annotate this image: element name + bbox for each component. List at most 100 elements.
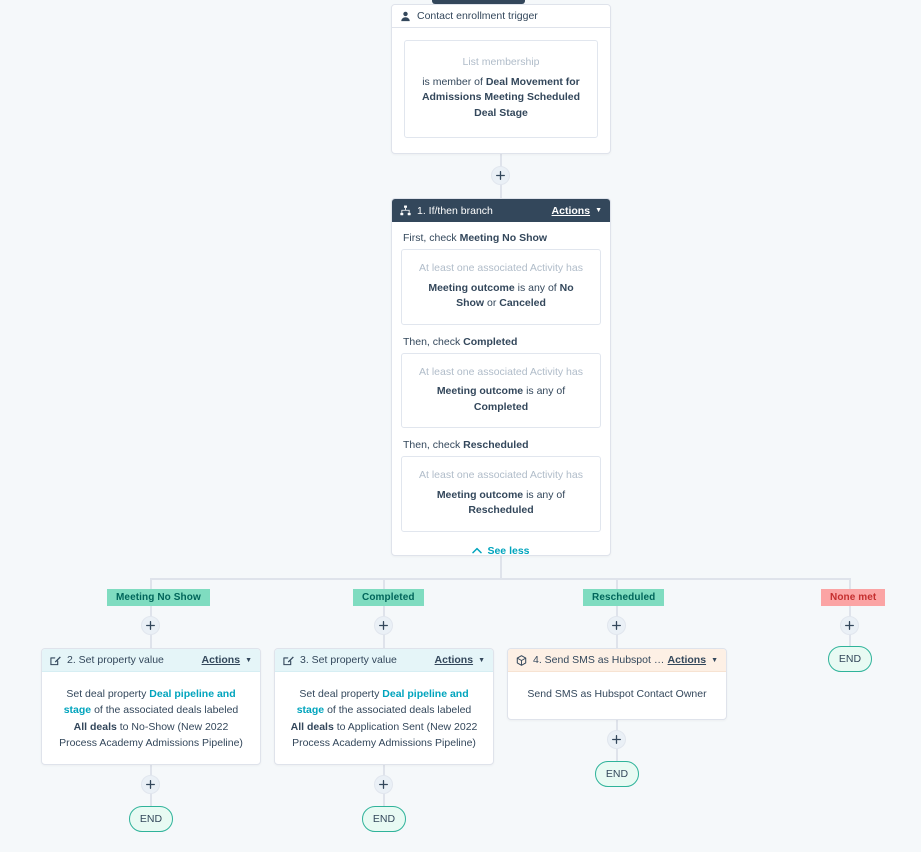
branch-check-label-2: Then, check Completed — [403, 336, 601, 348]
end-node-3[interactable]: END — [595, 761, 639, 787]
end-node-label: END — [838, 653, 862, 665]
action-card-4[interactable]: 4. Send SMS as Hubspot Contact... Action… — [507, 648, 727, 720]
branch-label-text: Meeting No Show — [116, 592, 201, 603]
branch-sitemap-icon — [400, 205, 411, 216]
add-step-button-after-card-4[interactable] — [607, 730, 626, 749]
property-link[interactable]: Deal pipeline and stage — [63, 688, 236, 717]
integration-cube-icon — [516, 654, 527, 666]
end-node-4[interactable]: END — [828, 646, 872, 672]
action-card-2-actions-menu[interactable]: Actions ▼ — [202, 654, 252, 666]
actions-label: Actions — [434, 654, 474, 666]
condition-token-bold: Canceled — [499, 297, 546, 310]
action-token: to Application Sent (New 2022 Process Ac… — [292, 720, 478, 749]
clipped-node-top — [432, 0, 525, 4]
check-label-name: Meeting No Show — [459, 232, 548, 244]
check-label-prefix: First, check — [403, 232, 460, 244]
connector-split-to-badge-2 — [383, 578, 385, 589]
action-card-2[interactable]: 2. Set property value Actions ▼ Set deal… — [41, 648, 261, 765]
action-card-2-header: 2. Set property value Actions ▼ — [42, 649, 260, 672]
edit-property-icon — [50, 655, 61, 666]
check-label-prefix: Then, check — [403, 335, 464, 348]
branch-actions-menu[interactable]: Actions ▼ — [552, 205, 602, 217]
branch-label-completed[interactable]: Completed — [353, 589, 424, 606]
check-label-prefix: Then, check — [403, 439, 464, 452]
action-card-2-title: 2. Set property value — [67, 654, 164, 666]
branch-card[interactable]: 1. If/then branch Actions ▼ First, check… — [391, 198, 611, 557]
chevron-down-icon: ▼ — [478, 656, 485, 664]
condition-token: is any of — [523, 488, 566, 501]
action-token: Send SMS as Hubspot Contact Owner — [527, 688, 707, 700]
contact-person-icon — [400, 11, 411, 22]
action-card-3-actions-menu[interactable]: Actions ▼ — [435, 654, 485, 666]
check-label-name: Completed — [463, 335, 518, 348]
add-step-button-branch-3[interactable] — [607, 616, 626, 635]
branch-label-meeting-no-show[interactable]: Meeting No Show — [107, 589, 210, 606]
trigger-condition-value: Deal Movement for Admissions Meeting Sch… — [421, 75, 581, 119]
trigger-condition-prefix: is member of — [422, 75, 486, 88]
branch-check-label-1: First, check Meeting No Show — [403, 232, 601, 244]
action-token: Set deal property — [66, 688, 150, 700]
add-step-button-trigger[interactable] — [491, 166, 510, 185]
connector-branch-split-horizontal — [151, 578, 851, 580]
action-card-3-description: Set deal property Deal pipeline and stag… — [284, 682, 484, 753]
end-node-label: END — [372, 813, 396, 825]
check-label-name: Rescheduled — [463, 439, 529, 452]
condition-muted-text: At least one associated Activity has — [418, 365, 583, 378]
condition-muted-text: At least one associated Activity has — [418, 469, 583, 482]
branch-label-text: Rescheduled — [592, 592, 656, 603]
branch-card-header: 1. If/then branch Actions ▼ — [392, 199, 610, 222]
condition-token-bold: Meeting outcome — [428, 281, 515, 294]
action-token-bold: All deals — [73, 720, 117, 733]
add-step-button-branch-2[interactable] — [374, 616, 393, 635]
condition-token-bold: Meeting outcome — [436, 385, 524, 398]
branch-label-text: None met — [830, 592, 877, 603]
action-card-3-header: 3. Set property value Actions ▼ — [275, 649, 493, 672]
action-token: Set deal property — [299, 688, 383, 700]
edit-property-icon — [283, 655, 294, 666]
action-card-3-title: 3. Set property value — [300, 654, 397, 666]
trigger-card[interactable]: Contact enrollment trigger List membersh… — [391, 4, 611, 154]
chevron-up-icon — [472, 545, 483, 557]
trigger-card-title: Contact enrollment trigger — [417, 10, 538, 22]
branch-check-label-3: Then, check Rescheduled — [403, 439, 601, 451]
chevron-down-icon: ▼ — [711, 656, 718, 664]
add-step-button-after-card-2[interactable] — [141, 775, 160, 794]
action-token: of the associated deals labeled — [91, 704, 239, 717]
condition-token-bold: Rescheduled — [468, 504, 534, 517]
see-less-button[interactable]: See less — [401, 545, 601, 557]
action-card-4-actions-menu[interactable]: Actions ▼ — [668, 654, 718, 666]
action-card-2-body: Set deal property Deal pipeline and stag… — [42, 672, 260, 764]
connector-branch-to-split — [500, 556, 502, 579]
property-link[interactable]: Deal pipeline and stage — [296, 688, 469, 717]
connector-split-to-badge-1 — [150, 578, 152, 589]
action-card-3[interactable]: 3. Set property value Actions ▼ Set deal… — [274, 648, 494, 765]
connector-split-to-badge-3 — [616, 578, 618, 589]
branch-actions-label: Actions — [551, 204, 591, 217]
branch-label-rescheduled[interactable]: Rescheduled — [583, 589, 665, 606]
condition-muted-text: At least one associated Activity has — [418, 262, 583, 274]
add-step-button-branch-4[interactable] — [840, 616, 859, 635]
see-less-label: See less — [487, 544, 530, 557]
trigger-condition-label: List membership — [462, 56, 540, 68]
add-step-button-after-card-3[interactable] — [374, 775, 393, 794]
action-token-bold: All deals — [290, 720, 334, 733]
action-card-2-description: Set deal property Deal pipeline and stag… — [51, 682, 251, 753]
action-card-4-description: Send SMS as Hubspot Contact Owner — [517, 682, 717, 704]
branch-card-body: First, check Meeting No Show At least one… — [392, 222, 610, 568]
add-step-button-branch-1[interactable] — [141, 616, 160, 635]
condition-token-bold: Meeting outcome — [436, 488, 524, 501]
condition-token-bold: Completed — [473, 400, 529, 413]
condition-token-bold: No Show — [456, 281, 574, 310]
action-card-4-title: 4. Send SMS as Hubspot Contact... — [533, 654, 668, 666]
condition-token: or — [484, 297, 500, 310]
branch-label-none-met[interactable]: None met — [821, 589, 886, 606]
chevron-down-icon: ▼ — [595, 207, 602, 214]
end-node-2[interactable]: END — [362, 806, 406, 832]
connector-split-to-badge-4 — [849, 578, 851, 589]
condition-token: is any of — [514, 281, 560, 294]
end-node-1[interactable]: END — [129, 806, 173, 832]
